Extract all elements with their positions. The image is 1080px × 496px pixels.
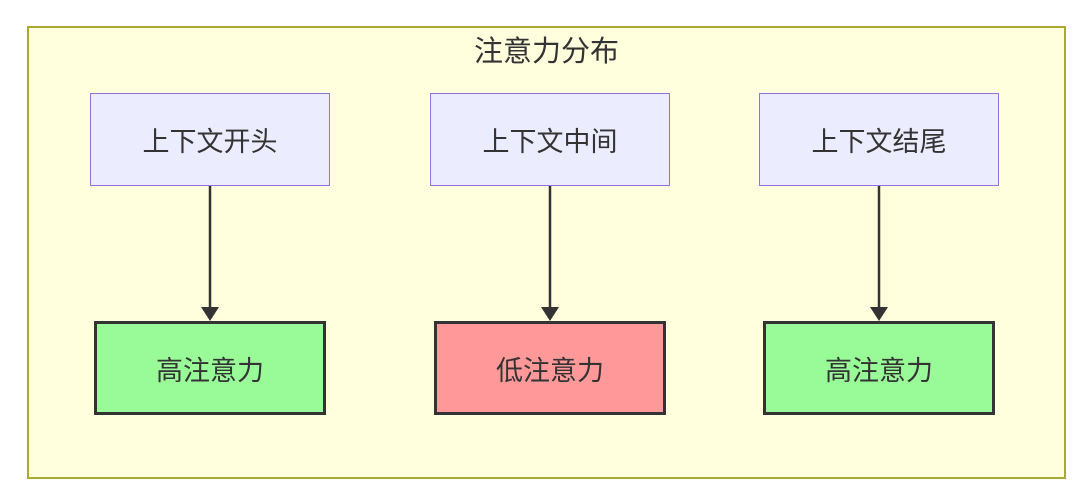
context-end-label: 上下文结尾	[811, 127, 947, 157]
flow-column-context-middle: 上下文中间 低注意力	[430, 93, 670, 415]
high-attention-node: 高注意力	[763, 321, 995, 415]
attention-cluster: 注意力分布 上下文开头 高注意力 上下文中间	[27, 26, 1066, 479]
low-attention-label: 低注意力	[496, 355, 604, 386]
arrowhead-icon	[870, 307, 888, 321]
arrowhead-icon	[201, 307, 219, 321]
high-attention-label: 高注意力	[156, 355, 264, 386]
context-start-node: 上下文开头	[90, 93, 330, 186]
diagram-columns: 上下文开头 高注意力 上下文中间	[29, 93, 1064, 423]
high-attention-node: 高注意力	[94, 321, 326, 415]
context-middle-label: 上下文中间	[482, 127, 618, 157]
diagram-title: 注意力分布	[473, 36, 619, 68]
low-attention-node: 低注意力	[434, 321, 666, 415]
high-attention-label: 高注意力	[825, 355, 933, 386]
context-start-label: 上下文开头	[142, 127, 278, 157]
arrow-down-connector	[201, 186, 219, 321]
context-middle-node: 上下文中间	[430, 93, 670, 186]
arrow-down-connector	[541, 186, 559, 321]
arrow-down-connector	[870, 186, 888, 321]
arrowhead-icon	[541, 307, 559, 321]
flow-column-context-end: 上下文结尾 高注意力	[759, 93, 999, 415]
flow-column-context-start: 上下文开头 高注意力	[90, 93, 330, 415]
context-end-node: 上下文结尾	[759, 93, 999, 186]
